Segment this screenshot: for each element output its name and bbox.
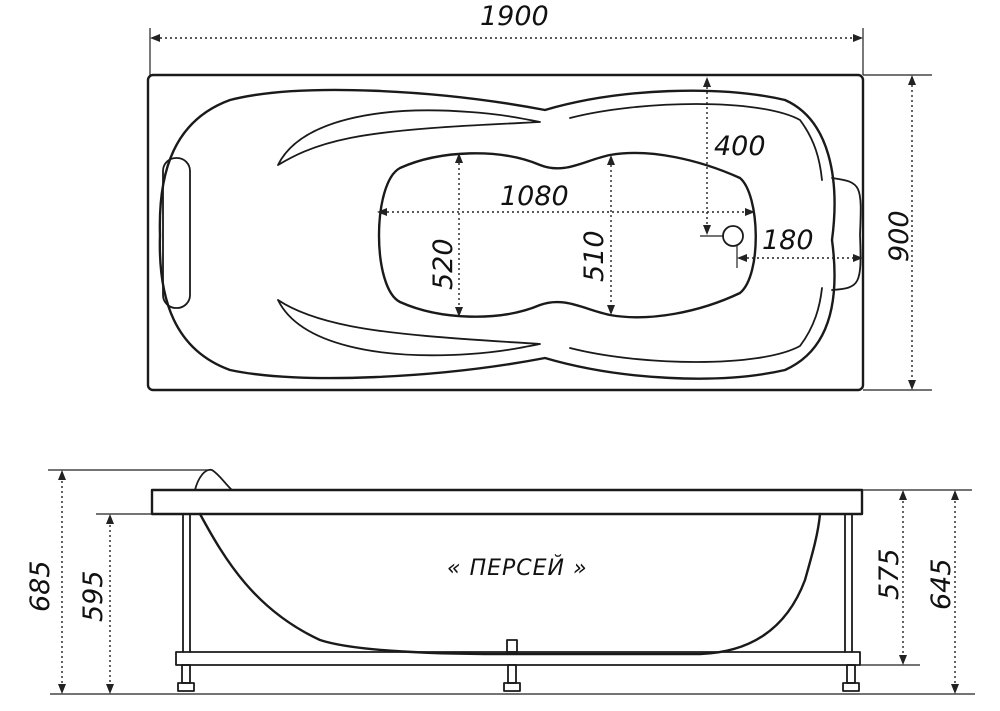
dim-width-arrow-bottom [908,380,916,390]
side-rim [150,488,864,516]
dim-575-label: 575 [874,548,905,600]
dim-595-arrow-top [106,514,114,524]
dim-length-label: 1900 [480,1,549,32]
dim-length-arrow-left [150,34,160,42]
dim-575-arrow-bottom [899,655,907,665]
headrest-left [162,157,191,309]
dim-685-arrow-top [58,470,66,480]
armrest-right-lower [569,287,823,363]
dim-595-arrow-bottom [106,684,114,694]
dim-drain-end-arrow-left [737,254,747,262]
side-headrest [194,468,233,491]
side-tub-body [198,512,822,656]
dim-inner-length-arrow-left [377,208,387,216]
dim-inner-length-label: 1080 [500,181,569,212]
dim-drain-end-arrow-right [853,254,863,262]
dim-685-label: 685 [25,560,56,612]
overflow-bulge [831,177,862,291]
dim-length-arrow-right [853,34,863,42]
dim-inner-width-right-arrow-bottom [607,305,615,315]
tub-basin-outline [158,88,836,380]
dim-drain-offset-label: 400 [714,131,766,162]
armrest-lower [277,299,541,357]
dim-inner-width-left-arrow-bottom [455,307,463,317]
side-base-frame [175,651,861,666]
drain-hole [722,225,744,247]
dim-inner-width-left-label: 520 [428,238,459,290]
dim-inner-length-arrow-right [745,208,755,216]
dim-645-arrow-top [951,490,959,500]
dim-inner-width-right-arrow-top [607,155,615,165]
dim-inner-width-right-label: 510 [579,230,610,282]
dim-width-arrow-top [908,75,916,85]
armrest-right-upper [569,103,823,181]
foot-middle [503,639,521,692]
dim-575-arrow-top [899,490,907,500]
armrest-upper [277,109,541,166]
dim-inner-width-left-arrow-top [455,153,463,163]
foot-left [177,664,195,692]
dim-drain-end-label: 180 [762,225,814,256]
foot-right [842,664,860,692]
side-view: « ПЕРСЕЙ » 685 595 575 645 [25,468,975,695]
dim-drain-offset-arrow-top [703,77,711,87]
dim-595-label: 595 [78,570,109,622]
model-name: « ПЕРСЕЙ » [447,555,588,581]
dim-drain-offset-arrow-bottom [703,225,711,235]
dim-645-label: 645 [926,558,957,610]
dim-width-label: 900 [884,210,915,262]
tub-outer-rim [146,73,865,392]
top-view: 1900 900 1080 520 510 400 180 [146,1,932,392]
dim-645-arrow-bottom [951,684,959,694]
tub-bottom-outline [377,151,757,319]
dim-685-arrow-bottom [58,684,66,694]
